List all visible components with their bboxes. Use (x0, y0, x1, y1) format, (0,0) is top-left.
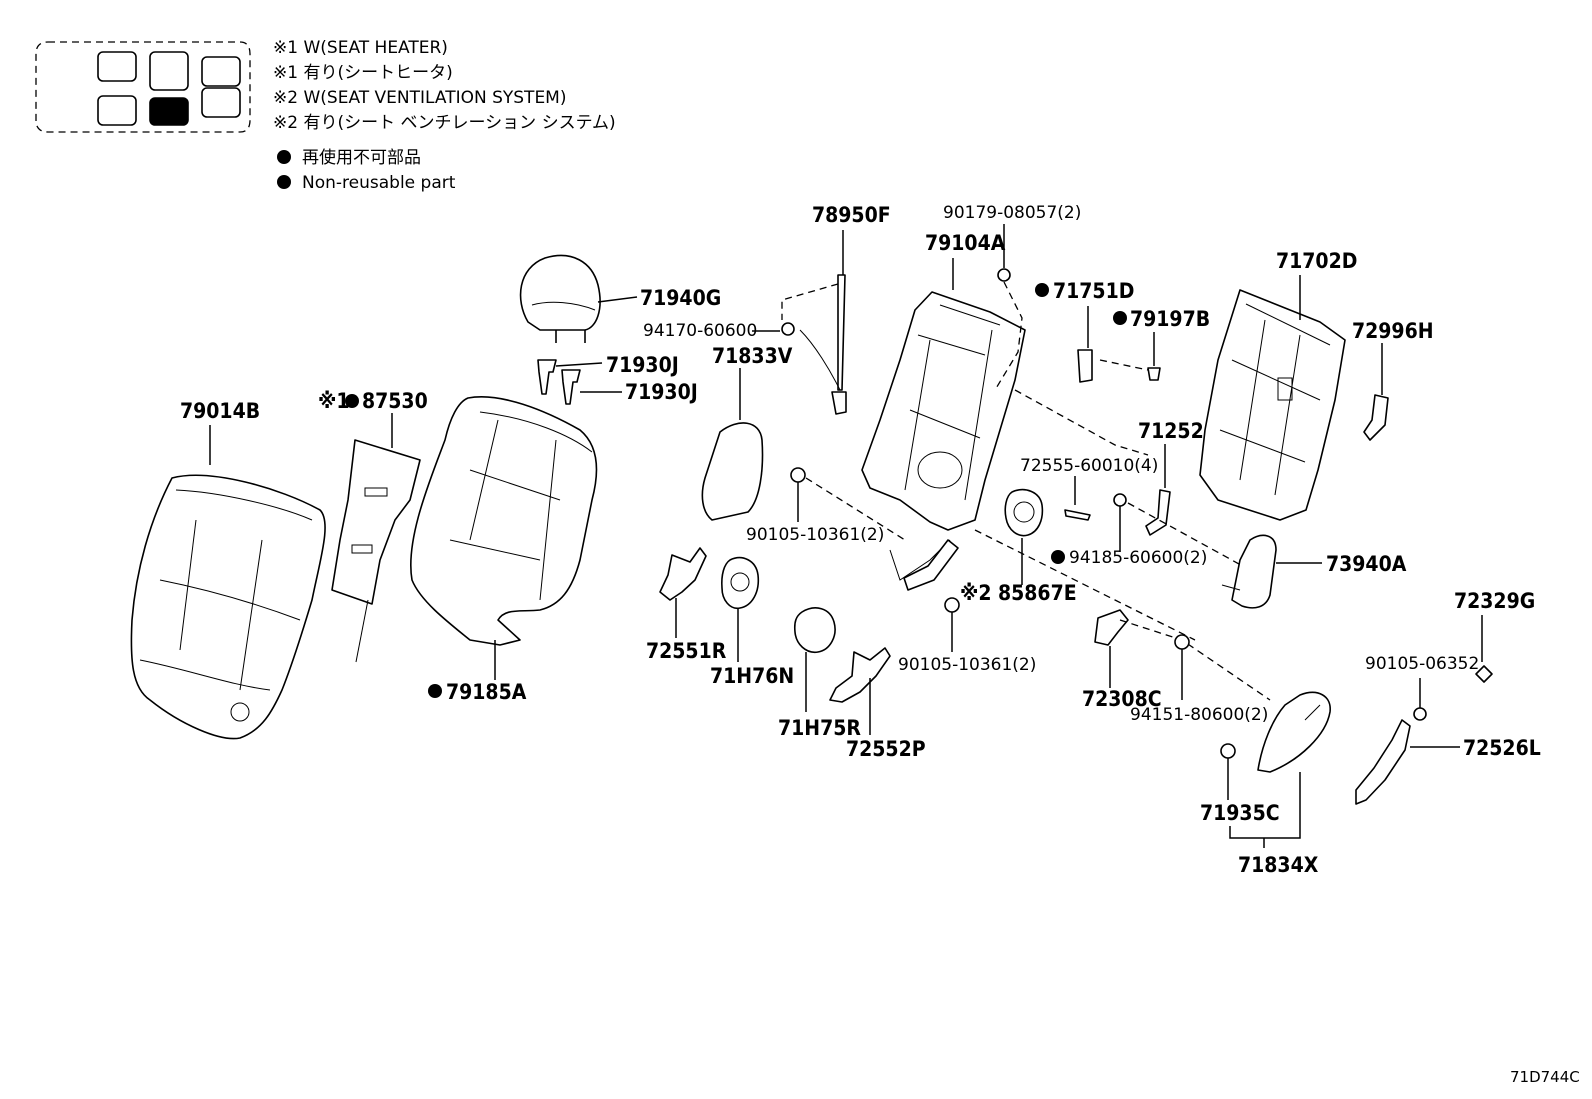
bolt-icon (944, 597, 960, 613)
legend-line-1: ※1 W(SEAT HEATER) (273, 38, 448, 58)
cover-bracket-part (829, 647, 891, 703)
legend-line-4: ※2 有り(シート ベンチレーション システム) (273, 113, 616, 133)
label-90105-06352: 90105-06352 (1365, 654, 1479, 674)
headrest-part (519, 254, 601, 343)
label-73940A: 73940A (1326, 552, 1407, 576)
label-71833V: 71833V (712, 344, 793, 368)
cap-part (721, 556, 760, 610)
bracket-part (1363, 394, 1389, 441)
nonreusable-dot-icon (1113, 311, 1127, 325)
label-90179-08057: 90179-08057(2) (943, 203, 1081, 223)
label-94151-80600: 94151-80600(2) (1130, 705, 1268, 725)
screw-icon (1064, 509, 1091, 521)
label-78950F: 78950F (812, 203, 891, 227)
recline-cover-part (793, 607, 836, 654)
label-87530: 87530 (362, 389, 428, 413)
label-94170-60600: 94170-60600 (643, 321, 757, 341)
label-79185A: 79185A (446, 680, 527, 704)
label-72552P: 72552P (846, 737, 926, 761)
bolt-icon (790, 467, 806, 483)
legend-line-3: ※2 W(SEAT VENTILATION SYSTEM) (273, 88, 566, 108)
label-71930J-a: 71930J (606, 353, 679, 377)
handle-part (1221, 534, 1277, 609)
strap-part (799, 274, 847, 415)
label-71930J-b: 71930J (625, 380, 698, 404)
seat-box-4 (97, 95, 137, 126)
nonreusable-dot-icon (1051, 550, 1065, 564)
side-cover-part (701, 422, 764, 521)
label-87530-prefix: ※1 (318, 389, 350, 413)
clip-icon (1475, 665, 1493, 683)
label-85867E: 85867E (998, 581, 1077, 605)
label-71252: 71252 (1138, 419, 1204, 443)
nonreusable-dot-icon (277, 175, 291, 189)
lever-part (1355, 719, 1411, 805)
label-72329G: 72329G (1454, 589, 1535, 613)
seat-box-selected (149, 97, 189, 126)
label-79104A: 79104A (925, 231, 1006, 255)
label-72526L: 72526L (1463, 736, 1541, 760)
label-71H76N: 71H76N (710, 664, 794, 688)
seat-box-3 (201, 56, 241, 87)
label-90105-10361-b: 90105-10361(2) (898, 655, 1036, 675)
seat-box-6 (201, 87, 241, 118)
bolt-icon (1413, 707, 1427, 721)
label-71702D: 71702D (1276, 249, 1357, 273)
label-79014B: 79014B (180, 399, 260, 423)
nonreusable-dot-icon (345, 394, 359, 408)
label-79197B: 79197B (1130, 307, 1210, 331)
nonreusable-dot-icon (1035, 283, 1049, 297)
recliner-cover-part (1257, 691, 1331, 773)
nonreusable-jp: 再使用不可部品 (302, 147, 421, 168)
seat-box-1 (97, 51, 137, 82)
legend-notes: ※1 W(SEAT HEATER) ※1 有り(シートヒータ) ※2 W(SEA… (273, 38, 616, 193)
label-72555-60010: 72555-60010(4) (1020, 456, 1158, 476)
screw-icon (1147, 367, 1161, 381)
seat-heater-part (331, 439, 421, 663)
label-71751D: 71751D (1053, 279, 1134, 303)
nonreusable-en: Non-reusable part (302, 173, 456, 193)
cover-bracket-part (659, 547, 707, 601)
label-71935C: 71935C (1200, 801, 1280, 825)
headrest-guide-parts (537, 359, 581, 405)
label-71940G: 71940G (640, 286, 721, 310)
seat-position-indicator (35, 41, 251, 133)
nut-icon (997, 268, 1011, 282)
cap-icon (1220, 743, 1236, 759)
nonreusable-dot-icon (277, 150, 291, 164)
back-board-part (1199, 289, 1346, 521)
label-94185-60600: 94185-60600(2) (1069, 548, 1207, 568)
nut-icon (1174, 634, 1190, 650)
seatback-cover-part (130, 474, 326, 740)
label-85867E-prefix: ※2 (960, 581, 992, 605)
seatback-frame-part (861, 291, 1026, 591)
hook-part (1145, 489, 1171, 536)
clip-part (1077, 349, 1093, 383)
label-72551R: 72551R (646, 639, 727, 663)
label-72308C: 72308C (1082, 687, 1162, 711)
nut-icon (1113, 493, 1127, 507)
diagram-reference-code: 71D744C (1510, 1068, 1580, 1086)
label-71834X: 71834X (1238, 853, 1319, 877)
label-71H75R: 71H75R (778, 716, 861, 740)
label-72996H: 72996H (1352, 319, 1434, 343)
lever-bracket-part (1094, 609, 1129, 646)
label-90105-10361-a: 90105-10361(2) (746, 525, 884, 545)
ventilation-fan-part (1004, 488, 1044, 537)
legend-line-2: ※1 有り(シートヒータ) (273, 63, 453, 83)
seat-box-2 (149, 51, 189, 91)
nonreusable-dot-icon (428, 684, 442, 698)
seatback-pad-part (410, 396, 598, 646)
